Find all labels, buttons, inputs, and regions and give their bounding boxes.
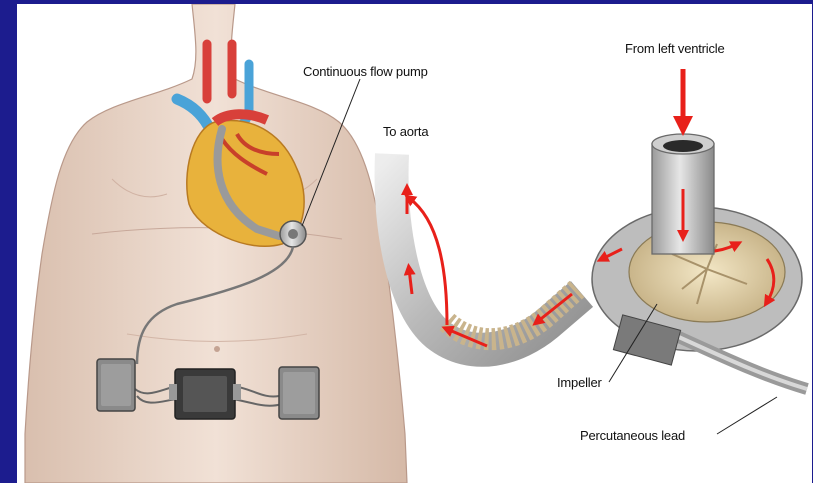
navel — [214, 346, 220, 352]
label-from-left-ventricle: From left ventricle — [625, 41, 725, 56]
inflow-cannula — [652, 69, 714, 254]
illustration-panel: Continuous flow pump From left ventricle… — [17, 4, 812, 483]
lead-leader-line — [717, 397, 777, 434]
battery-right — [279, 367, 319, 419]
label-percutaneous-lead: Percutaneous lead — [580, 428, 685, 443]
outflow-graft — [392, 154, 582, 350]
label-continuous-flow-pump: Continuous flow pump — [303, 64, 428, 79]
controller — [169, 369, 241, 419]
label-to-aorta: To aorta — [383, 124, 428, 139]
label-impeller: Impeller — [557, 375, 602, 390]
battery-left — [97, 359, 135, 411]
